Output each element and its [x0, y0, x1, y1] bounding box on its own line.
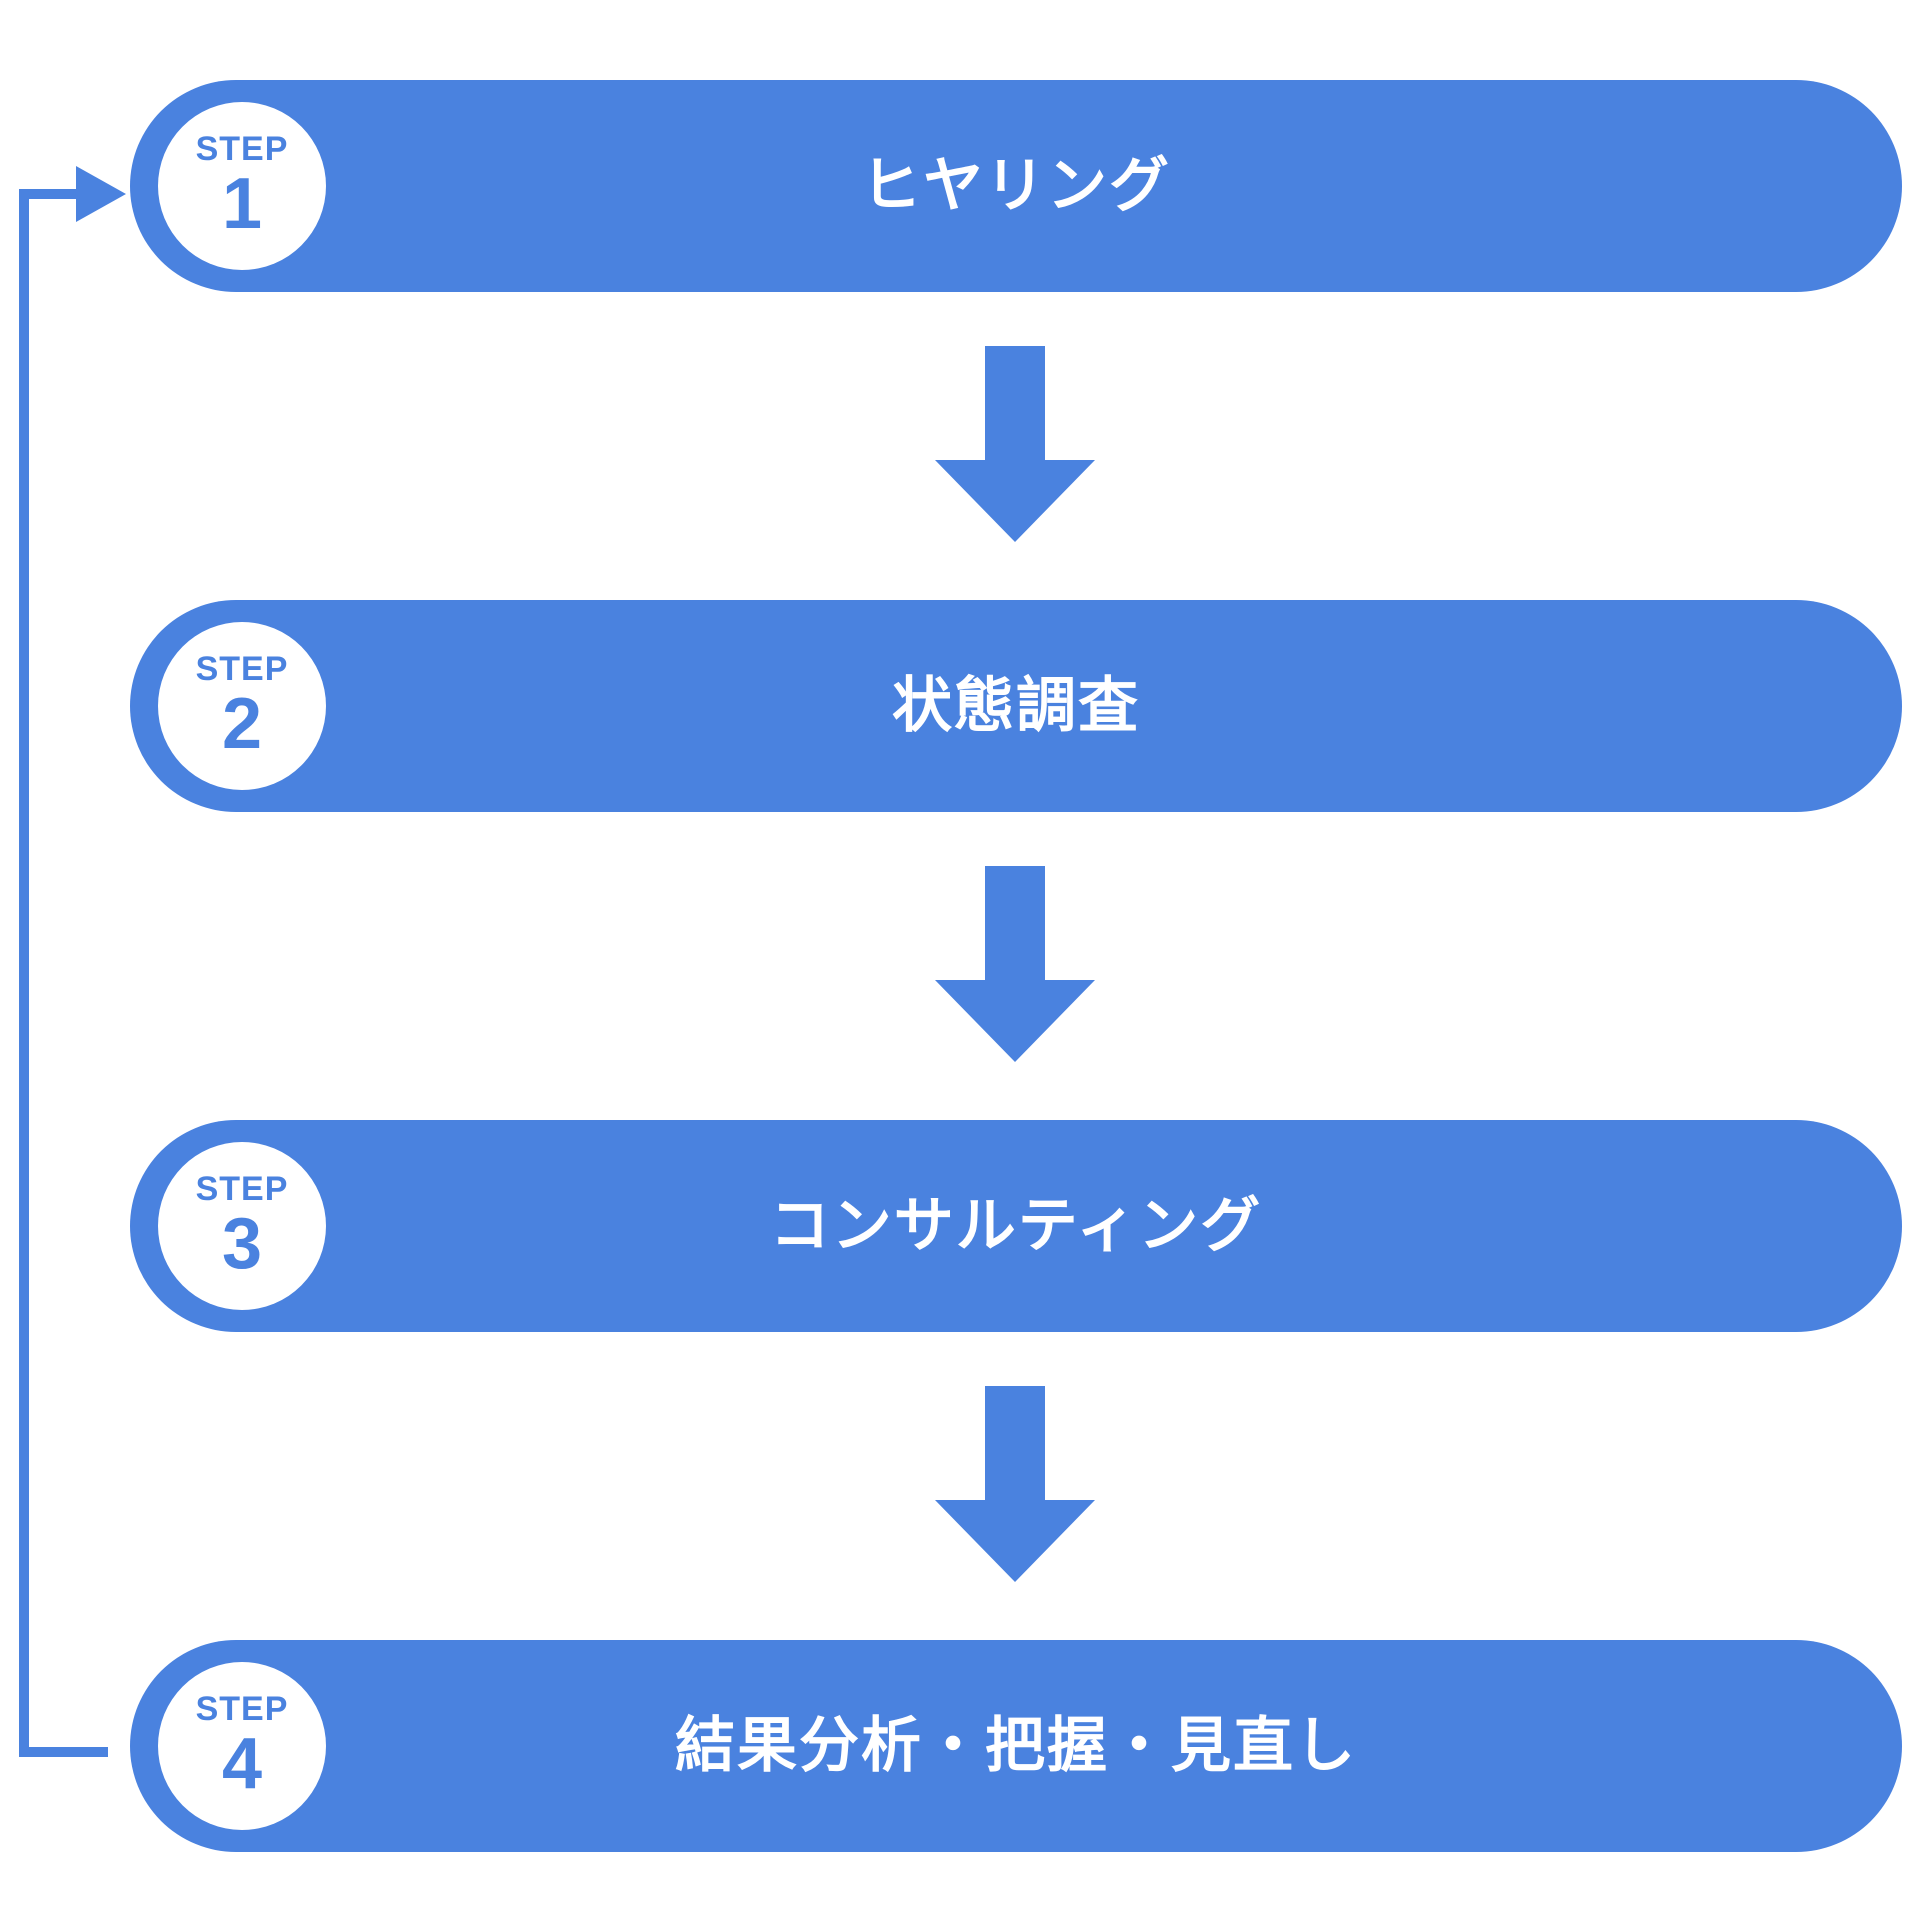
step-badge-label: STEP — [195, 1690, 289, 1728]
step-3: STEP 3 コンサルティング — [130, 1120, 1902, 1332]
step-badge-number: 3 — [221, 1204, 263, 1284]
step-badge-number: 4 — [221, 1724, 263, 1804]
step-badge: STEP 3 — [158, 1142, 326, 1310]
step-badge: STEP 1 — [158, 102, 326, 270]
step-4: STEP 4 結果分析・把握・見直し — [130, 1640, 1902, 1852]
loop-back-arrowhead — [76, 166, 126, 222]
step-badge-label: STEP — [195, 1170, 289, 1208]
step-title: 状態調査 — [892, 671, 1140, 741]
step-badge-label: STEP — [195, 650, 289, 688]
step-1: STEP 1 ヒヤリング — [130, 80, 1902, 292]
down-arrow-1-2 — [935, 346, 1095, 542]
step-badge-label: STEP — [195, 130, 289, 168]
down-arrow-2-3 — [935, 866, 1095, 1062]
step-title: ヒヤリング — [861, 151, 1171, 221]
step-title: コンサルティング — [769, 1191, 1263, 1261]
loop-back-line — [19, 189, 108, 1757]
step-badge: STEP 2 — [158, 622, 326, 790]
step-badge-number: 2 — [221, 684, 263, 764]
step-2: STEP 2 状態調査 — [130, 600, 1902, 812]
step-badge-number: 1 — [221, 164, 263, 244]
down-arrow-3-4 — [935, 1386, 1095, 1582]
step-badge: STEP 4 — [158, 1662, 326, 1830]
step-title: 結果分析・把握・見直し — [675, 1711, 1357, 1781]
